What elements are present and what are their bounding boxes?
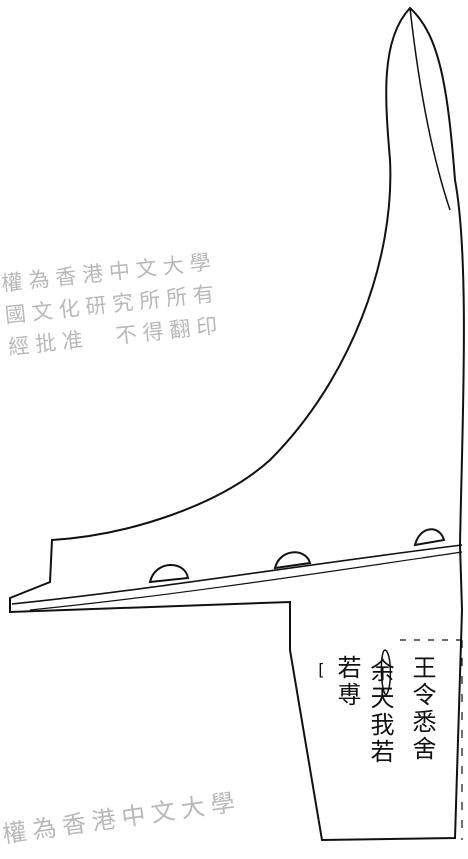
blade-outline [9, 6, 465, 842]
inscription-column-left: 若尃 [333, 655, 361, 709]
inscription-column-middle: 余天我若 [366, 658, 394, 766]
tang-slot [380, 649, 392, 696]
stud-left [148, 564, 190, 584]
inscription-column-right: 王令悉舍 [408, 655, 436, 763]
inscription-bracket: [ [316, 660, 326, 679]
stud-middle [273, 551, 312, 570]
ridge-line-inner [29, 551, 463, 611]
stud-right [413, 528, 446, 547]
blade-inner-edge [409, 7, 451, 211]
ridge-line [11, 544, 463, 605]
